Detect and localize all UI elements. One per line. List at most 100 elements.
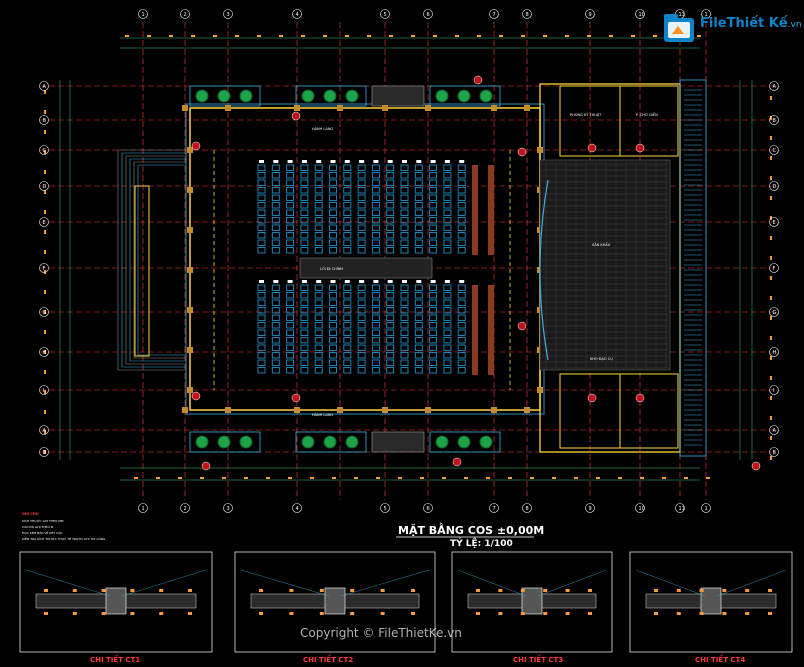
seat <box>371 367 380 374</box>
grid-bubble-right <box>769 145 779 155</box>
seat <box>329 292 337 299</box>
seat <box>343 344 352 351</box>
seat <box>329 239 337 246</box>
seat <box>257 164 266 171</box>
seat <box>314 247 323 254</box>
grid-bubble-label: A <box>773 84 777 90</box>
grid-bubble-left <box>39 81 49 91</box>
seat <box>314 224 323 231</box>
seat-row-marker <box>444 280 450 283</box>
seat <box>400 209 409 216</box>
seat <box>286 187 295 194</box>
seat <box>286 179 295 186</box>
grid-bubble-bottom <box>138 503 148 513</box>
seat <box>343 367 352 374</box>
room-label-corridor-bottom: HÀNH LANG <box>312 412 333 417</box>
seat <box>271 232 280 239</box>
seat <box>271 224 280 231</box>
seat <box>343 299 352 306</box>
seat <box>414 194 423 201</box>
grid-bubble-bottom <box>635 503 645 513</box>
detail-dim <box>588 589 592 592</box>
seat-row-marker <box>430 160 436 163</box>
dimension-tick <box>200 477 204 479</box>
grid-bubble-label: F <box>43 266 46 272</box>
seat <box>371 322 380 329</box>
seat-row-marker <box>459 160 465 163</box>
seat-row-marker <box>316 160 322 163</box>
seat <box>343 352 352 359</box>
grid-bubble-label: 11 <box>679 506 685 512</box>
seat <box>300 337 309 344</box>
section-marker <box>517 147 527 157</box>
seat <box>314 307 323 314</box>
grid-bubble-label: 6 <box>427 12 430 18</box>
dimension-tick <box>266 477 270 479</box>
seat <box>286 367 295 374</box>
seat <box>300 179 309 186</box>
structural-column <box>182 105 188 111</box>
seat <box>357 232 366 239</box>
seat <box>271 299 280 306</box>
seat <box>414 322 423 329</box>
grid-bubble-bottom <box>489 503 499 513</box>
seat <box>457 202 466 209</box>
seat <box>443 284 452 291</box>
detail-dim <box>699 589 704 592</box>
seat <box>271 314 280 321</box>
seat <box>286 224 295 231</box>
seat <box>257 359 266 366</box>
seat <box>414 202 423 209</box>
seat <box>257 187 266 194</box>
detail-dim <box>588 612 592 615</box>
grid-bubble-top <box>522 9 532 19</box>
seat <box>357 179 366 186</box>
detail-dim <box>565 612 570 615</box>
grid-bubble-label: G <box>43 310 47 316</box>
seat <box>429 359 438 366</box>
seat <box>457 337 466 344</box>
seat <box>257 367 266 374</box>
grid-bubble-left <box>39 307 49 317</box>
grid-bubble-label: 1 <box>705 12 708 18</box>
seat <box>386 209 395 216</box>
seat <box>300 164 309 171</box>
seat <box>343 284 352 291</box>
dimension-tick <box>44 250 46 254</box>
seat <box>314 337 323 344</box>
seat <box>314 217 323 224</box>
seat <box>429 329 438 336</box>
seat <box>314 329 323 336</box>
detail-dim <box>130 612 135 615</box>
seat <box>314 194 323 201</box>
seat <box>271 209 280 216</box>
grid-bubble-label: D <box>43 184 47 190</box>
seat <box>357 194 366 201</box>
seat-row-marker <box>316 280 322 283</box>
grid-bubble-left <box>39 447 49 457</box>
seat <box>457 209 466 216</box>
seat <box>414 299 423 306</box>
brand-domain: .vn <box>787 20 802 30</box>
plan-title: MẶT BẰNG COS ±0,00M <box>398 522 544 537</box>
seat <box>386 322 395 329</box>
seat <box>443 194 452 201</box>
seat <box>343 307 352 314</box>
room-label-technical: PHÒNG KỸ THUẬT <box>570 112 602 117</box>
seat <box>329 307 337 314</box>
seat <box>257 179 266 186</box>
seat-row-marker <box>330 160 336 163</box>
detail-dim <box>543 589 548 592</box>
grid-bubble-top <box>585 9 595 19</box>
seat <box>271 352 280 359</box>
grid-bubble-label: H <box>773 350 777 356</box>
detail-dim <box>722 612 727 615</box>
dimension-tick <box>477 35 481 37</box>
dimension-tick <box>565 35 569 37</box>
dimension-tick <box>279 35 283 37</box>
detail-dim <box>380 612 385 615</box>
seat <box>457 194 466 201</box>
seat <box>300 217 309 224</box>
grid-bubble-label: F <box>773 266 776 272</box>
